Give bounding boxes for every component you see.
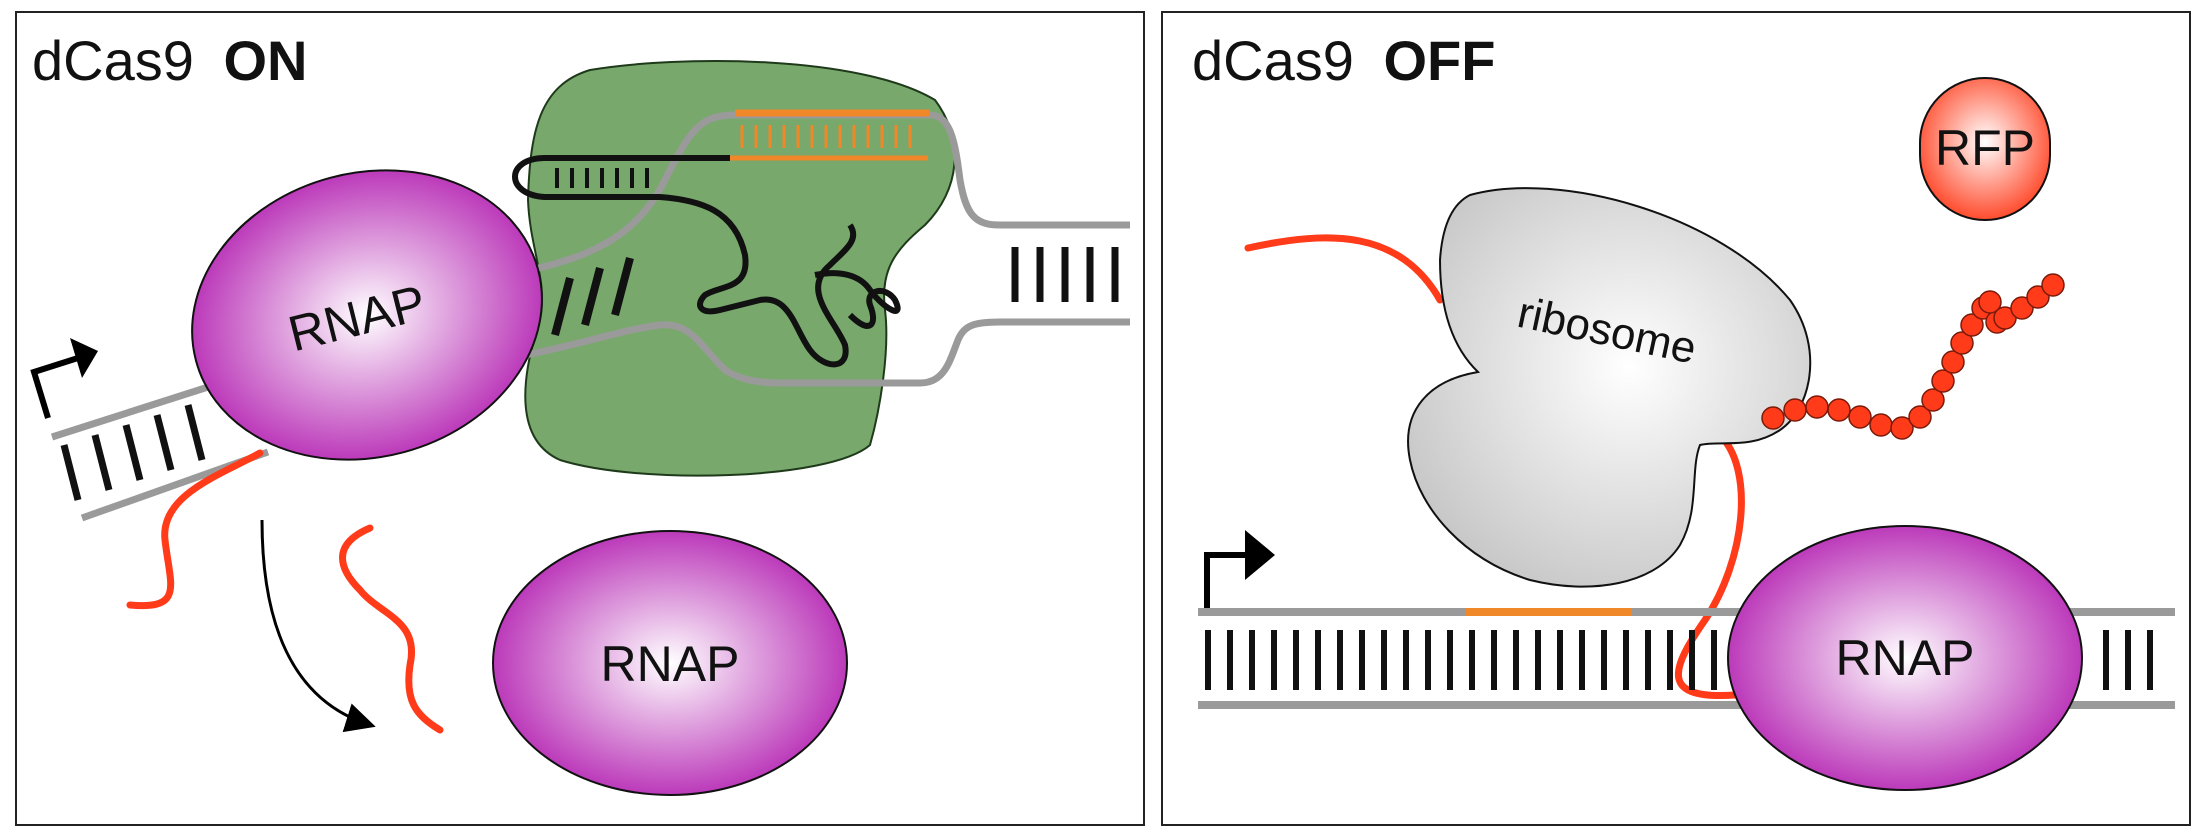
polypeptide-chain: [1761, 273, 2065, 440]
dna-left: [50, 376, 270, 522]
ribosome: ribosome: [1407, 187, 1812, 588]
promoter-arrow-icon: [1204, 530, 1275, 608]
rfp-label: RFP: [1935, 120, 2035, 176]
title-prefix: dCas9: [1192, 29, 1354, 92]
panel-title-off: dCas9 OFF: [1192, 29, 1495, 92]
panel-title-on: dCas9 ON: [32, 29, 307, 92]
dna-bars-right: [1011, 247, 1119, 302]
rnap-bound: RNAP: [191, 169, 543, 461]
curved-arrow-icon: [260, 519, 376, 733]
dcas9-blob: [524, 60, 956, 477]
title-state: OFF: [1383, 29, 1495, 92]
mrna-fragments: [126, 449, 444, 734]
rfp-protein: RFP: [1919, 77, 2051, 221]
panel-dcas9-on: dCas9 ON: [15, 11, 1145, 826]
rnap-free-label: RNAP: [601, 636, 740, 692]
dna-bars-bubble: [551, 256, 634, 337]
sgrna-strand: [512, 155, 901, 368]
rnap-label: RNAP: [1836, 630, 1975, 686]
rnap-elongating: RNAP: [1727, 525, 2083, 791]
rnap-free: RNAP: [492, 530, 848, 796]
promoter-arrow-icon: [30, 338, 98, 419]
title-state: ON: [223, 29, 307, 92]
mrna-strand: [1244, 234, 1745, 700]
dna-through-dcas9: [524, 111, 1130, 387]
panel-dcas9-off: dCas9 OFF RFP ribosome: [1161, 11, 2191, 826]
title-prefix: dCas9: [32, 29, 194, 92]
guide-target-duplex: [730, 109, 930, 161]
